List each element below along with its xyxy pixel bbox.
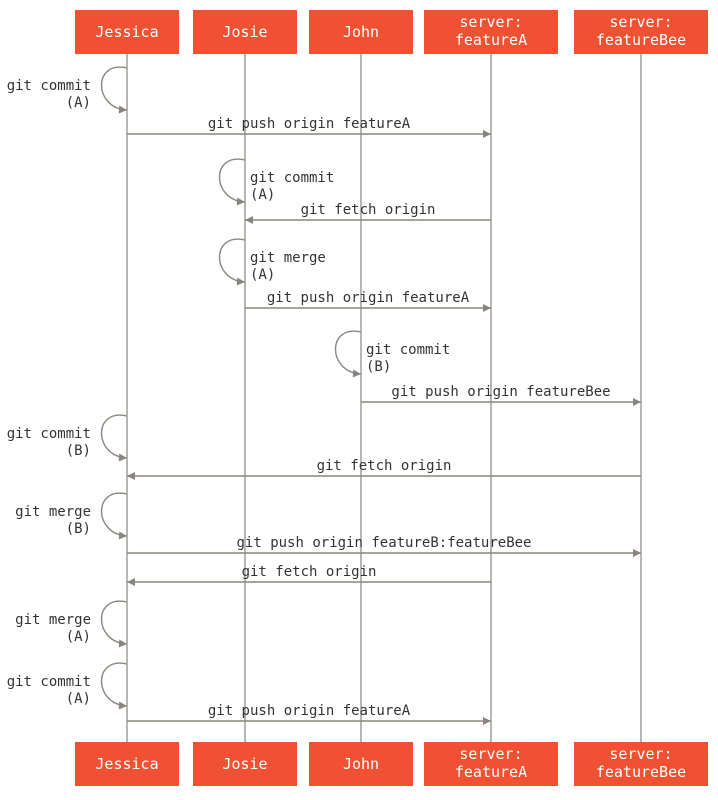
self-call-label: (A): [66, 95, 91, 111]
actor-label: Jessica: [95, 23, 158, 41]
self-call-label: git commit: [7, 426, 91, 442]
actor-box: [574, 10, 708, 54]
message-arrow: git push origin featureA: [127, 116, 491, 138]
self-call: git commit(B): [335, 330, 450, 378]
self-call-label: git merge: [250, 250, 326, 266]
actor-box: [424, 10, 558, 54]
actor-box: [309, 742, 413, 786]
actor-jessica-bottom: Jessica: [75, 742, 179, 786]
self-call: git merge(A): [15, 600, 128, 648]
self-call-label: (A): [66, 691, 91, 707]
actor-label: server:: [609, 13, 672, 31]
message-arrow: git fetch origin: [245, 202, 491, 224]
actor-label: John: [343, 755, 379, 773]
message-label: git push origin featureB:featureBee: [236, 535, 531, 551]
actor-box: [574, 742, 708, 786]
message-arrow: git push origin featureA: [127, 703, 491, 725]
message-arrow: git push origin featureA: [245, 290, 491, 312]
actor-box: [309, 10, 413, 54]
message-arrow: git push origin featureB:featureBee: [127, 535, 641, 557]
message-label: git push origin featureA: [267, 290, 470, 306]
self-call: git commit(B): [7, 414, 128, 462]
self-call: git commit(A): [7, 66, 128, 114]
messages: git commit(A)git push origin featureAgit…: [7, 66, 641, 725]
self-call: git merge(B): [15, 492, 128, 540]
self-call-label: (A): [250, 187, 275, 203]
self-call-label: (A): [250, 267, 275, 283]
self-call-label: (B): [66, 443, 91, 459]
message-label: git push origin featureA: [208, 703, 411, 719]
self-call-label: git merge: [15, 504, 91, 520]
message-arrow: git push origin featureBee: [361, 384, 641, 406]
self-call-label: git commit: [7, 78, 91, 94]
message-arrow: git fetch origin: [127, 458, 641, 480]
message-label: git fetch origin: [242, 564, 377, 580]
self-call-label: git merge: [15, 612, 91, 628]
actor-john-top: John: [309, 10, 413, 54]
self-call: git merge(A): [219, 238, 326, 286]
actor-box: [424, 742, 558, 786]
actor-label: featureA: [455, 763, 527, 781]
self-call-label: git commit: [366, 342, 450, 358]
self-call-label: git commit: [250, 170, 334, 186]
message-label: git fetch origin: [317, 458, 452, 474]
actor-featureA-top: server:featureA: [424, 10, 558, 54]
actor-jessica-top: Jessica: [75, 10, 179, 54]
actor-label: featureBee: [596, 31, 686, 49]
actor-featureBee-bottom: server:featureBee: [574, 742, 708, 786]
self-call-label: (B): [366, 359, 391, 375]
actor-box: [193, 10, 297, 54]
self-call-label: (B): [66, 521, 91, 537]
message-arrow: git fetch origin: [127, 564, 491, 586]
actor-label: Josie: [222, 23, 267, 41]
actor-josie-bottom: Josie: [193, 742, 297, 786]
self-call: git commit(A): [219, 158, 334, 206]
actor-featureBee-top: server:featureBee: [574, 10, 708, 54]
actor-john-bottom: John: [309, 742, 413, 786]
lifelines: [126, 54, 642, 742]
message-label: git push origin featureBee: [391, 384, 610, 400]
actor-box: [75, 10, 179, 54]
message-label: git fetch origin: [301, 202, 436, 218]
actor-box: [193, 742, 297, 786]
actor-label: server:: [609, 745, 672, 763]
message-label: git push origin featureA: [208, 116, 411, 132]
self-call: git commit(A): [7, 662, 128, 710]
actor-label: server:: [459, 13, 522, 31]
actor-label: Jessica: [95, 755, 158, 773]
actor-label: featureA: [455, 31, 527, 49]
actor-label: featureBee: [596, 763, 686, 781]
actor-josie-top: Josie: [193, 10, 297, 54]
actor-featureA-bottom: server:featureA: [424, 742, 558, 786]
self-call-label: (A): [66, 629, 91, 645]
self-call-label: git commit: [7, 674, 91, 690]
actor-label: server:: [459, 745, 522, 763]
actor-box: [75, 742, 179, 786]
actor-label: John: [343, 23, 379, 41]
actor-label: Josie: [222, 755, 267, 773]
